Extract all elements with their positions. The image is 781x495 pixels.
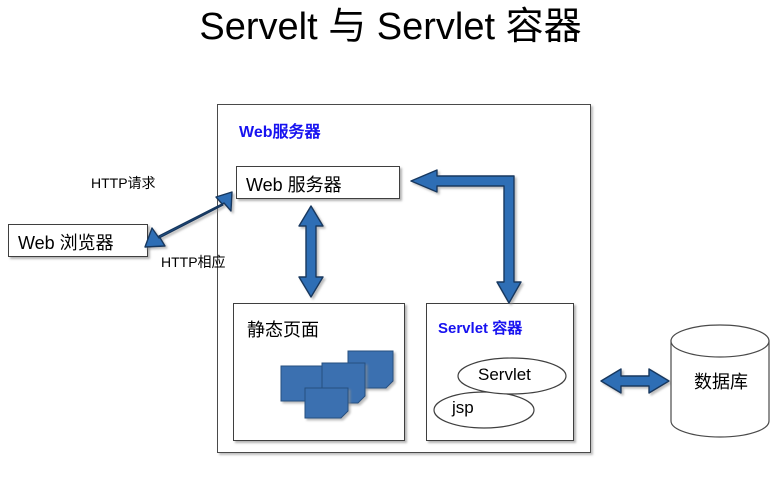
web-server-container-label: Web服务器: [239, 124, 321, 141]
jsp-node-label: jsp: [452, 398, 474, 417]
web-browser-node-label: Web 浏览器: [18, 232, 114, 253]
web-server-node-label: Web 服务器: [246, 174, 342, 195]
static-pages-label: 静态页面: [247, 320, 319, 340]
database-label: 数据库: [694, 372, 748, 392]
page-title: Servelt 与 Servlet 容器: [199, 6, 582, 48]
web-browser-node: [8, 224, 148, 257]
http-response-label: HTTP相应: [161, 254, 226, 270]
servlet-container-label: Servlet 容器: [438, 320, 523, 337]
http-request-label: HTTP请求: [91, 175, 156, 191]
servlet-node-label: Servlet: [478, 365, 531, 384]
web-server-node: [236, 166, 400, 199]
horizontal-bidirectional-arrow: [600, 368, 670, 394]
